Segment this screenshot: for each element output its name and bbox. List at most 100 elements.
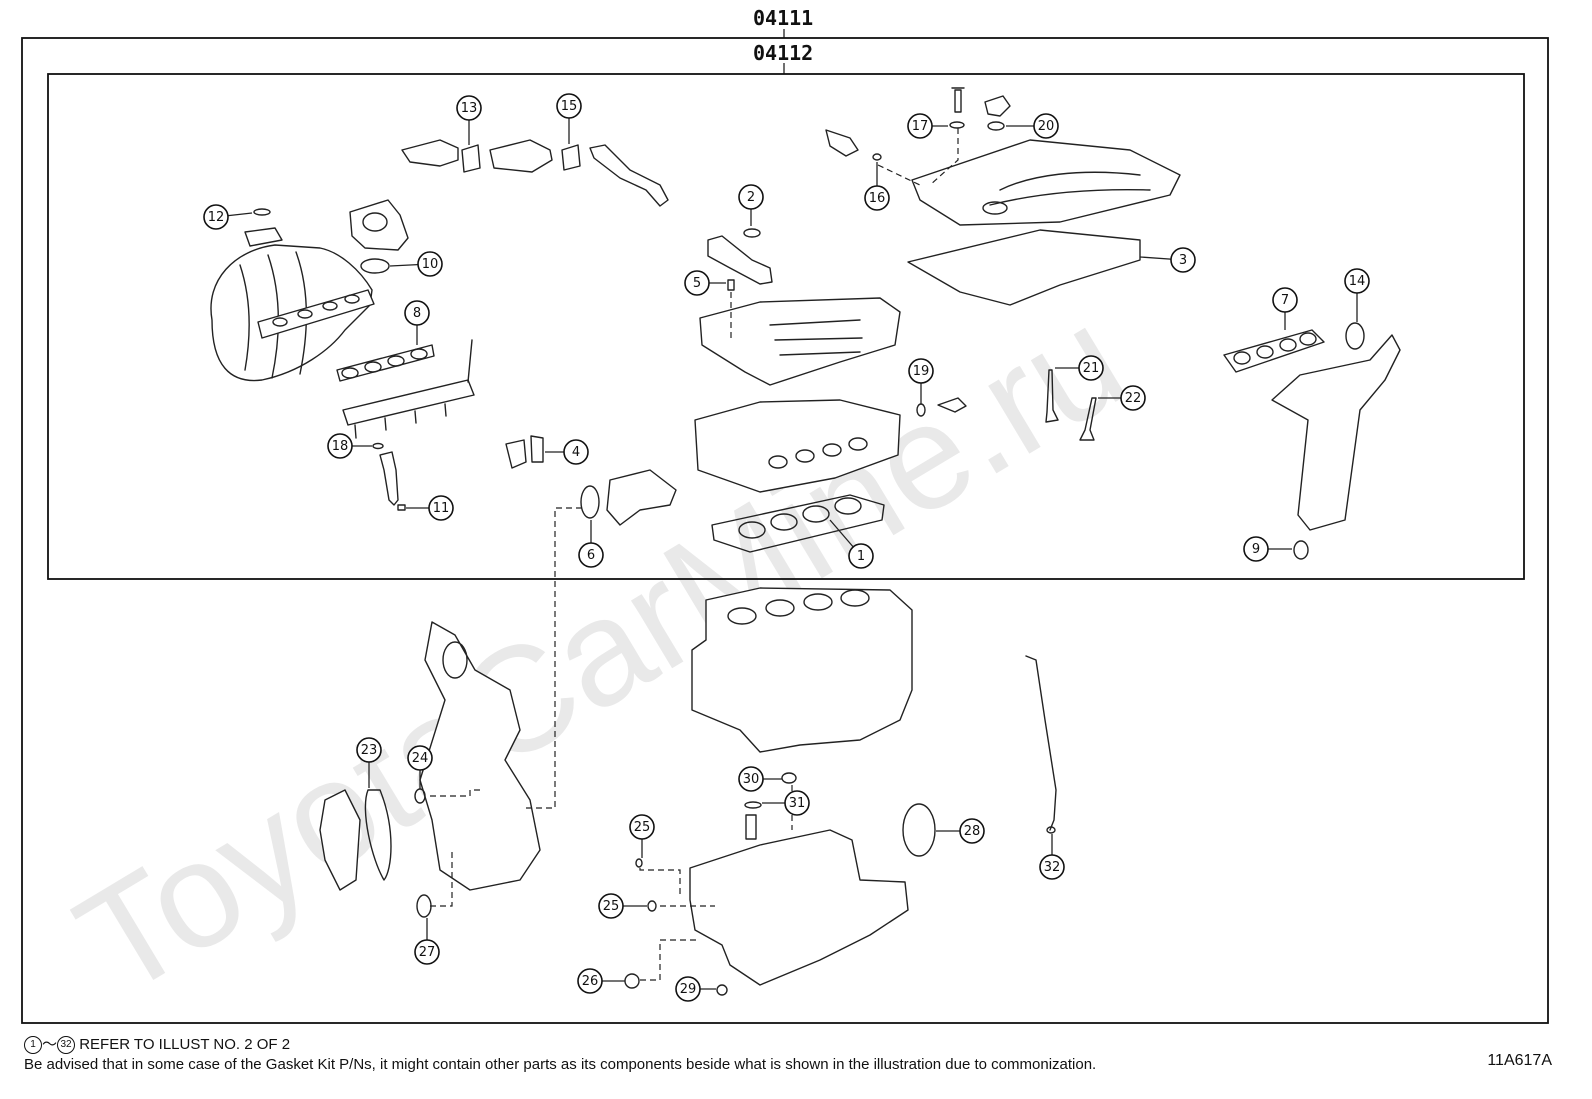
callout-c31: 31 [762, 790, 810, 816]
callout-number: 13 [461, 101, 478, 116]
callout-circle [684, 270, 710, 296]
rear-oil-seal [902, 803, 936, 857]
injector-oring-18 [372, 442, 384, 450]
callout-number: 23 [361, 743, 378, 758]
callout-number: 28 [964, 824, 981, 839]
callout-number: 14 [1349, 274, 1366, 289]
inner-kit-frame [47, 73, 1525, 580]
outer-kit-frame [21, 37, 1549, 1024]
callout-c8: 8 [404, 300, 430, 345]
exhaust-manifold-gasket [1223, 329, 1325, 373]
oil-control-valve [825, 129, 859, 157]
callout-number: 12 [208, 210, 225, 225]
callout-c4: 4 [545, 439, 589, 465]
callout-number: 26 [582, 974, 599, 989]
callout-circle [556, 93, 582, 119]
gasket-26 [624, 973, 640, 989]
callout-circle [907, 113, 933, 139]
callout-c25b: 25 [598, 893, 647, 919]
callout-circle [629, 814, 655, 840]
callout-circle [1033, 113, 1059, 139]
gasket-17 [949, 121, 965, 129]
drain-plug-29 [716, 984, 728, 996]
callout-c3: 3 [1139, 247, 1196, 273]
callout-number: 20 [1038, 119, 1055, 134]
callout-c28: 28 [936, 818, 985, 844]
oil-dipstick [1025, 655, 1057, 831]
callout-circle [327, 433, 353, 459]
cap-gasket-20 [987, 121, 1005, 131]
callout-c10: 10 [389, 251, 443, 277]
kit-label-inner: 04112 [753, 41, 813, 65]
callout-circle [203, 204, 229, 230]
egr-pipe-assembly [401, 139, 669, 207]
valve-21 [1045, 369, 1059, 423]
head-cover-gasket [907, 229, 1141, 306]
callout-c2: 2 [738, 184, 764, 226]
callout-c27: 27 [414, 918, 440, 965]
callout-c9: 9 [1243, 536, 1292, 562]
callout-number: 21 [1083, 361, 1100, 376]
throttle-body-gasket [360, 258, 390, 274]
callout-c14: 14 [1344, 268, 1370, 322]
callout-circle [738, 184, 764, 210]
callout-number: 15 [561, 99, 578, 114]
callout-number: 22 [1125, 391, 1142, 406]
callout-number: 31 [789, 796, 806, 811]
callout-circle [428, 495, 454, 521]
callout-circle [456, 95, 482, 121]
callout-number: 25 [603, 899, 620, 914]
oring-32 [1046, 826, 1056, 834]
oring-16 [872, 153, 882, 161]
callout-number: 27 [419, 945, 436, 960]
callout-number: 4 [572, 445, 580, 460]
gasket-9 [1293, 540, 1309, 560]
callout-c11: 11 [406, 495, 454, 521]
callout-c12: 12 [203, 204, 253, 230]
callout-c21: 21 [1055, 355, 1104, 381]
callout-c26: 26 [577, 968, 625, 994]
callout-circle [848, 543, 874, 569]
callout-c5: 5 [684, 270, 726, 296]
oil-filler-cap [984, 95, 1011, 117]
callout-circle [959, 818, 985, 844]
small-oring-12 [253, 208, 271, 216]
intake-manifold-gasket [336, 344, 435, 382]
water-inlet-part [505, 439, 527, 469]
camshaft-housing [699, 235, 901, 386]
callout-circle [675, 976, 701, 1002]
callout-number: 25 [634, 820, 651, 835]
figure-code: 11A617A [1487, 1052, 1552, 1069]
callout-circle [738, 766, 764, 792]
throttle-body-part [349, 199, 409, 251]
oil-strainer-pipe [745, 814, 757, 840]
ref-separator: ～ [42, 1036, 58, 1053]
watermark-text: ToyotaCarMine.ru [50, 274, 1151, 1028]
bolt-17 [951, 87, 965, 113]
callout-number: 7 [1281, 293, 1289, 308]
gasket-14 [1345, 322, 1365, 350]
callout-circle [356, 737, 382, 763]
sensor-part [937, 397, 967, 413]
callout-c22: 22 [1098, 385, 1146, 411]
advisory-note: Be advised that in some case of the Gask… [24, 1056, 1097, 1073]
callout-c17: 17 [907, 113, 948, 139]
callout-number: 30 [743, 772, 760, 787]
oring-31 [744, 801, 762, 809]
callout-number: 1 [857, 549, 865, 564]
callout-number: 29 [680, 982, 697, 997]
callout-number: 17 [912, 119, 929, 134]
callout-number: 6 [587, 548, 595, 563]
callout-number: 18 [332, 439, 349, 454]
callout-number: 19 [913, 364, 930, 379]
ref-end-circle: 32 [57, 1036, 76, 1055]
gasket-4 [530, 435, 544, 463]
gasket-2 [743, 228, 761, 238]
callout-circle [1170, 247, 1196, 273]
callout-number: 3 [1179, 253, 1187, 268]
oil-pan [689, 829, 909, 986]
kit-label-outer: 04111 [753, 6, 813, 30]
callout-c6: 6 [578, 520, 604, 568]
cylinder-head-gasket [711, 494, 885, 553]
callout-c1: 1 [829, 519, 874, 569]
